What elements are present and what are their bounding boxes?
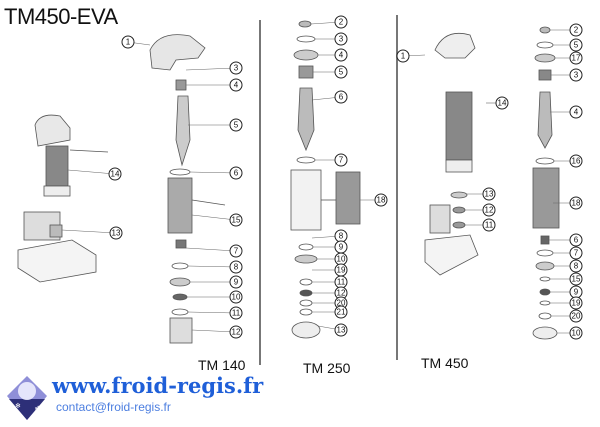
part-callout-13: 13 [334, 323, 348, 337]
part-callout-20: 20 [569, 309, 583, 323]
part-callout-5: 5 [569, 38, 583, 52]
tm450-exploded-parts [532, 26, 560, 340]
model-label-tm450: TM 450 [421, 355, 469, 371]
part-callout-1: 1 [396, 49, 410, 63]
part-callout-2: 2 [569, 23, 583, 37]
email-link[interactable]: contact@froid-regis.fr [56, 400, 171, 414]
froid-regis-logo: ❄ ❄ [7, 376, 47, 420]
part-callout-7: 7 [334, 153, 348, 167]
part-callout-18: 18 [374, 193, 388, 207]
divider-1 [259, 20, 261, 365]
part-callout-13: 13 [482, 187, 496, 201]
tm140-exploded-parts [149, 34, 226, 344]
part-callout-1: 1 [121, 35, 135, 49]
svg-text:❄: ❄ [15, 402, 21, 410]
divider-2 [396, 15, 398, 360]
part-callout-15: 15 [229, 213, 243, 227]
part-callout-3: 3 [569, 68, 583, 82]
part-callout-19: 19 [569, 296, 583, 310]
part-callout-5: 5 [229, 118, 243, 132]
part-callout-3: 3 [334, 32, 348, 46]
model-label-tm140: TM 140 [198, 357, 246, 373]
part-callout-6: 6 [229, 166, 243, 180]
part-callout-3: 3 [229, 61, 243, 75]
part-callout-11: 11 [229, 306, 243, 320]
leader-line [191, 329, 237, 333]
part-callout-7: 7 [229, 244, 243, 258]
part-callout-6: 6 [569, 233, 583, 247]
leader-line [61, 229, 117, 234]
tm450-assembled-machine [424, 32, 479, 276]
part-callout-8: 8 [229, 260, 243, 274]
part-callout-12: 12 [482, 203, 496, 217]
part-callout-4: 4 [229, 78, 243, 92]
part-callout-5: 5 [334, 65, 348, 79]
leader-line [189, 171, 237, 174]
leader-line [191, 214, 237, 221]
leader-line [185, 247, 237, 252]
part-callout-10: 10 [569, 326, 583, 340]
part-callout-17: 17 [569, 51, 583, 65]
part-callout-15: 15 [569, 272, 583, 286]
leader-line [187, 265, 237, 268]
part-callout-21: 21 [334, 305, 348, 319]
part-callout-6: 6 [334, 90, 348, 104]
website-link[interactable]: www.froid-regis.fr [52, 373, 264, 398]
leader-line [185, 67, 237, 71]
page-title: TM450-EVA [4, 4, 118, 29]
part-callout-10: 10 [229, 290, 243, 304]
model-label-tm250: TM 250 [303, 360, 351, 376]
part-callout-8: 8 [569, 259, 583, 273]
part-callout-4: 4 [334, 48, 348, 62]
part-callout-2: 2 [334, 15, 348, 29]
part-callout-9: 9 [229, 275, 243, 289]
part-callout-12: 12 [229, 325, 243, 339]
leader-line [67, 169, 116, 175]
tm250-exploded-parts [290, 20, 361, 339]
part-callout-14: 14 [108, 167, 122, 181]
part-callout-4: 4 [569, 105, 583, 119]
part-callout-11: 11 [482, 218, 496, 232]
leader-line [187, 311, 237, 314]
part-callout-14: 14 [495, 96, 509, 110]
part-callout-7: 7 [569, 246, 583, 260]
part-callout-18: 18 [569, 196, 583, 210]
svg-text:❄: ❄ [34, 405, 42, 416]
tm140-assembled-machine [17, 114, 109, 283]
part-callout-16: 16 [569, 154, 583, 168]
part-callout-13: 13 [109, 226, 123, 240]
